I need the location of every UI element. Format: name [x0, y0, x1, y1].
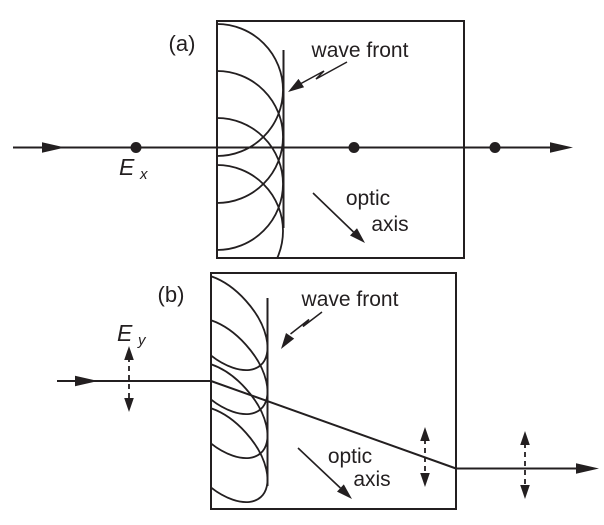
wavefront-label: wave front	[311, 39, 409, 62]
polarization-dot	[489, 142, 501, 153]
optic-axis-label-line1: optic	[346, 187, 390, 210]
polarization-dot	[130, 142, 142, 153]
optic-axis-label-line2: axis	[353, 468, 390, 491]
field-subscript: y	[137, 332, 147, 349]
polarization-arrowhead-up	[520, 431, 530, 445]
ray-arrowhead	[550, 142, 573, 153]
panel-label: (b)	[158, 282, 185, 307]
wavelet-arc	[211, 316, 269, 416]
squiggle-arrowhead	[288, 78, 305, 92]
wavelet-arc	[211, 404, 269, 504]
polarization-dot	[348, 142, 360, 153]
polarization-arrowhead-up	[420, 427, 430, 441]
polarization-arrowhead-down	[420, 473, 430, 487]
wavelet-arc	[211, 273, 269, 372]
extraordinary-ray	[210, 380, 457, 470]
optic-axis-label-line1: optic	[328, 445, 372, 468]
optic-axis-arrowhead	[350, 228, 365, 243]
squiggle-arrowhead	[281, 333, 295, 349]
optic-axis-arrow	[297, 447, 341, 489]
polarization-arrowhead-down	[124, 398, 134, 412]
ray-arrowhead	[75, 375, 98, 387]
ray-arrowhead	[576, 463, 599, 474]
wavelet-arc	[211, 360, 269, 460]
crystal-box	[216, 20, 465, 259]
field-subscript: x	[139, 166, 148, 183]
field-symbol: E	[117, 320, 133, 346]
optic-axis-label-line2: axis	[371, 213, 408, 236]
ray-arrowhead	[42, 142, 65, 153]
optic-axis-arrowhead	[337, 484, 352, 499]
polarization-arrowhead-down	[520, 485, 530, 499]
panel-b: (b) E y wave front optic axis	[57, 272, 599, 510]
crystal-box	[210, 272, 457, 510]
squiggle-pointer	[300, 61, 348, 85]
polarization-arrowhead-up	[124, 346, 134, 360]
squiggle-pointer	[290, 311, 323, 335]
panel-a: (a) E x wave front optic axis	[13, 20, 573, 259]
wavelet-group	[211, 273, 269, 504]
wavefront-label: wave front	[301, 288, 399, 311]
wavelet-arc	[217, 164, 284, 258]
field-symbol: E	[119, 154, 135, 180]
optic-axis-arrow	[312, 192, 355, 233]
panel-label: (a)	[169, 31, 196, 56]
